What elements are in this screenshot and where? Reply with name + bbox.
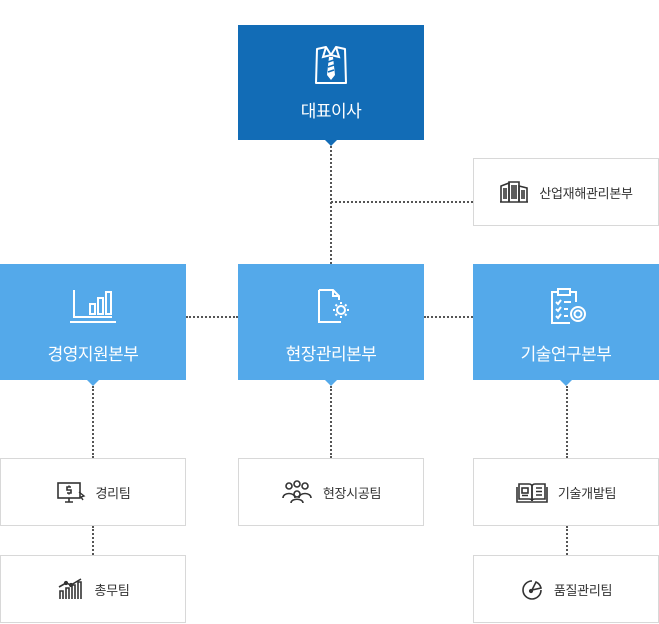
monitor-chart-icon [68,286,118,324]
clipboard-gear-icon [544,286,588,326]
team-site-construction[interactable]: 현장시공팀 [238,458,424,526]
ceo-box[interactable]: 대표이사 [238,25,424,146]
document-gear-icon [311,286,351,326]
side-unit-box[interactable]: 산업재해관리본부 [473,158,659,226]
team-label: 기술개발팀 [557,486,617,502]
team-label: 총무팀 [94,583,130,599]
team-label: 현장시공팀 [322,486,382,502]
pie-chart-icon [520,577,544,601]
connector-tech-to-dev [566,386,568,458]
connector-field-to-site [330,386,332,458]
team-tech-development[interactable]: 기술개발팀 [473,458,659,526]
dollar-monitor-icon [56,480,86,504]
side-unit-label: 산업재해관리본부 [539,186,633,202]
division-pointer [325,380,337,386]
team-general-affairs[interactable]: 총무팀 [0,555,186,623]
connector-ceo-to-field [330,146,332,264]
division-management-support[interactable]: 경영지원본부 [0,264,186,386]
connector-accounting-to-general [92,526,94,555]
division-field-management[interactable]: 현장관리본부 [238,264,424,386]
connector-division-left [186,316,238,318]
ceo-label: 대표이사 [300,102,362,122]
division-pointer [87,380,99,386]
open-book-icon [516,480,548,504]
building-icon [499,180,529,204]
division-label: 기술연구본부 [520,345,612,365]
growth-chart-icon [57,577,85,601]
team-accounting[interactable]: 경리팀 [0,458,186,526]
connector-division-right [424,316,473,318]
ceo-pointer [325,140,337,146]
division-label: 현장관리본부 [285,345,377,365]
division-label: 경영지원본부 [47,345,139,365]
division-tech-research[interactable]: 기술연구본부 [473,264,659,386]
shirt-tie-icon [313,45,349,87]
connector-to-side-unit [331,201,473,203]
connector-mgmt-to-accounting [92,386,94,458]
connector-dev-to-quality [566,526,568,555]
team-quality-management[interactable]: 품질관리팀 [473,555,659,623]
team-label: 경리팀 [95,486,131,502]
team-label: 품질관리팀 [553,583,613,599]
division-pointer [560,380,572,386]
team-people-icon [281,480,313,504]
